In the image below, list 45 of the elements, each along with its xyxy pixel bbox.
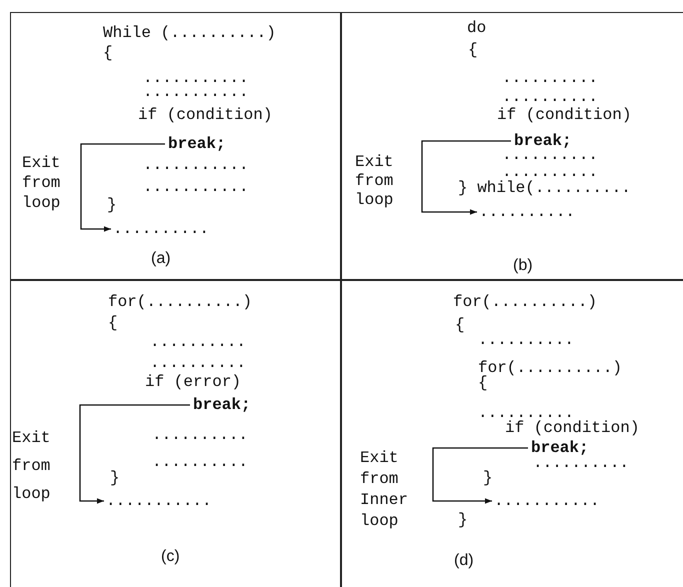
code-line: { [468, 40, 478, 60]
code-line: } [458, 510, 468, 530]
panel-caption: (a) [151, 249, 171, 269]
code-line: ........... [494, 491, 600, 511]
code-line: if (condition) [505, 418, 640, 438]
code-line: for(..........) [453, 292, 598, 312]
code-line: if (condition) [138, 105, 272, 125]
code-line: do [467, 18, 486, 38]
break-statement: break; [514, 131, 572, 151]
code-line: if (condition) [497, 105, 632, 125]
code-line: { [455, 315, 465, 335]
exit-arrow [80, 143, 165, 232]
code-line: } [110, 468, 120, 488]
code-line: for(..........) [478, 358, 622, 377]
code-line: { [108, 313, 118, 333]
code-line: .......... [152, 452, 248, 472]
code-line: .......... [502, 68, 598, 88]
panel-caption: (c) [161, 547, 180, 567]
exit-arrow [432, 447, 528, 504]
code-line: .......... [502, 162, 598, 181]
code-line: ........... [143, 155, 249, 175]
code-line: { [103, 43, 113, 63]
code-line: } while(.......... [458, 178, 631, 198]
panel-caption: (d) [454, 551, 474, 571]
exit-arrow [79, 404, 190, 504]
break-statement: break; [193, 395, 251, 415]
code-line: .......... [478, 330, 574, 350]
code-line: { [478, 374, 488, 393]
code-line: ........... [106, 491, 212, 511]
code-line: ........... [143, 177, 249, 197]
code-line: While (..........) [103, 23, 276, 43]
code-line: .......... [113, 219, 210, 239]
exit-arrow [421, 140, 511, 215]
code-line: .......... [502, 87, 598, 107]
code-line: } [483, 468, 493, 488]
code-line: for(..........) [108, 292, 252, 312]
break-statement: break; [168, 134, 226, 154]
code-line: if (error) [145, 372, 242, 392]
code-line: .......... [479, 202, 576, 222]
code-line: .......... [150, 332, 246, 352]
panel-caption: (b) [513, 256, 533, 276]
panel-frame [10, 12, 341, 280]
code-line: .......... [150, 353, 246, 373]
code-line: .......... [152, 425, 248, 445]
code-line: } [107, 195, 117, 215]
